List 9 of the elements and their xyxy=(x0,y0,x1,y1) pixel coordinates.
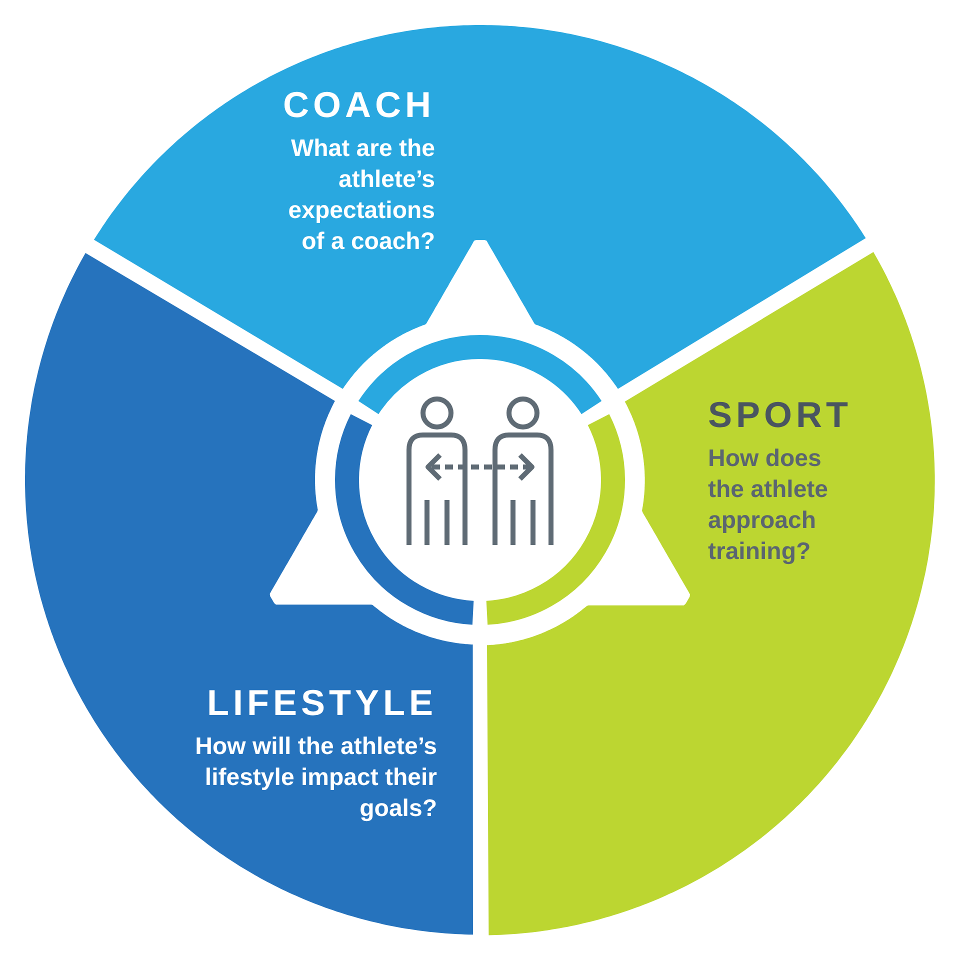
segment-question: How does the athlete approach training? xyxy=(708,444,830,567)
segment-shape xyxy=(25,253,473,935)
segment-question: What are the athlete’s expectations of a coach? xyxy=(287,134,435,257)
segment-heading: SPORT xyxy=(708,394,852,435)
segment-shape xyxy=(487,252,935,935)
segment-question: How will the athlete’s lifestyle impact their goals? xyxy=(194,732,437,824)
segment-heading: LIFESTYLE xyxy=(206,682,437,723)
segment-shape xyxy=(94,25,866,389)
segment-heading: COACH xyxy=(282,84,435,125)
